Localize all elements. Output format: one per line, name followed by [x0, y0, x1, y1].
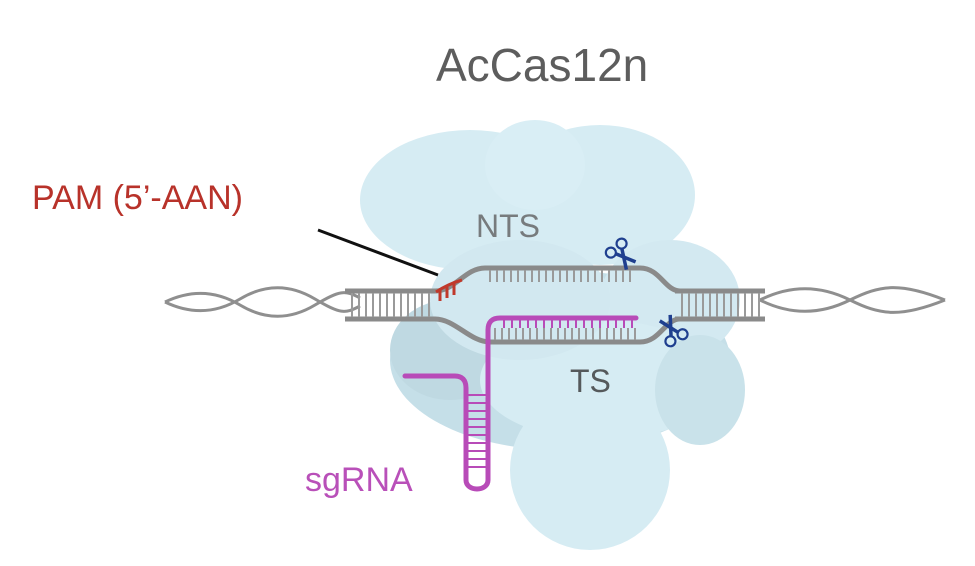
sgrna-label: sgRNA: [305, 461, 413, 499]
pam-label: PAM (5’-AAN): [32, 179, 243, 217]
protein-lobe-top: [485, 120, 585, 210]
sgrna-base-ticks: [468, 320, 633, 468]
pam-marker: [435, 278, 463, 301]
ts-label: TS: [570, 363, 611, 399]
protein-lobe-bottom: [510, 390, 670, 550]
pam-pointer-line: [317, 228, 439, 277]
dna-duplex-left: [345, 288, 435, 322]
dna-helix-right: [759, 286, 946, 314]
dna-helix-left: [164, 286, 361, 318]
nts-strand: [434, 265, 681, 294]
dna-base-ticks: [351, 270, 760, 340]
scissors-icon: [604, 237, 637, 270]
diagram-title: AcCas12n: [436, 39, 649, 91]
sgrna-strand: [402, 315, 639, 492]
scissors-icon: [658, 314, 689, 348]
dna-duplex-right: [675, 288, 765, 322]
nts-label: NTS: [476, 208, 540, 244]
protein-lobe-bottom-right: [655, 335, 745, 445]
